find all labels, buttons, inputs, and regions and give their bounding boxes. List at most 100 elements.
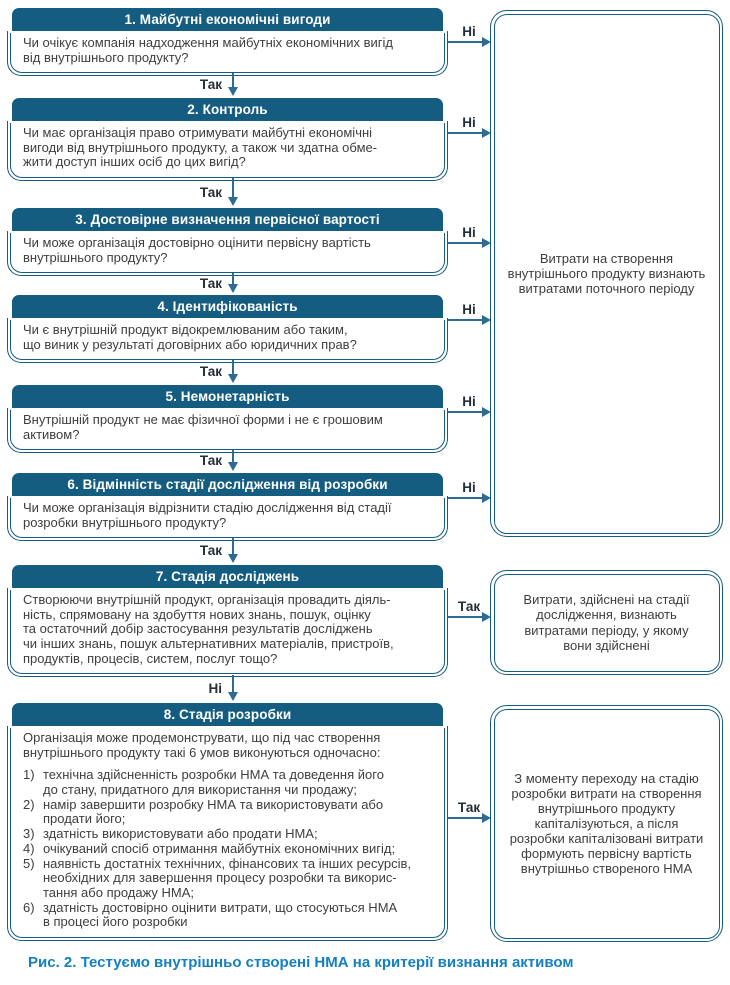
step-box-8: 8. Стадія розробки Організація може прод…: [7, 703, 448, 941]
condition-number: 4): [23, 840, 35, 856]
step-8-intro: Організація може продемонструвати, що пі…: [23, 730, 381, 760]
step-4-question: Чи є внутрішній продукт відокремлюваним …: [10, 320, 445, 361]
step-box-7: 7. Стадія досліджень Створюючи внутрішні…: [7, 565, 448, 678]
down-arrow-icon: [227, 450, 238, 471]
no-label: Ні: [462, 394, 476, 409]
down-arrow-icon: [227, 675, 238, 701]
step-box-5: 5. Немонетарність Внутрішній продукт не …: [7, 385, 448, 454]
yes-label: Так: [199, 364, 222, 379]
step-3-title: 3. Достовірне визначення первісної варто…: [12, 208, 443, 231]
outcome-text: Витрати на створення внутрішнього продук…: [507, 250, 706, 297]
yes-label: Так: [199, 453, 222, 468]
step-8-title: 8. Стадія розробки: [12, 703, 443, 726]
step-2-body: Чи має організація право отримувати майб…: [7, 121, 448, 182]
condition-number: 3): [23, 826, 35, 842]
yes-label: Так: [457, 800, 481, 815]
condition-text: технічна здійсненність розробки НМА та д…: [43, 767, 384, 798]
step-5-body: Внутрішній продукт не має фізичної форми…: [7, 408, 448, 454]
condition-text: здатність достовірно оцінити витрати, що…: [43, 899, 398, 930]
step-7-title: 7. Стадія досліджень: [12, 565, 443, 588]
no-label: Ні: [462, 115, 476, 130]
step-6-title: 6. Відмінність стадії дослідження від ро…: [12, 473, 443, 496]
step-8-content: Організація може продемонструвати, що пі…: [10, 728, 445, 938]
connector-yes-6-7: Так: [152, 538, 238, 563]
no-label: Ні: [208, 680, 223, 696]
step-5-title: 5. Немонетарність: [12, 385, 443, 408]
condition-text: наявність достатніх технічних, фінансови…: [43, 855, 412, 900]
outcome-text: З моменту переходу на стадію розробки ви…: [509, 770, 704, 877]
condition-text: здатність використовувати або продати НМ…: [43, 826, 318, 842]
step-8-body: Організація може продемонструвати, що пі…: [7, 726, 448, 941]
no-label: Ні: [462, 225, 476, 240]
down-arrow-icon: [227, 273, 238, 293]
down-arrow-icon: [227, 538, 238, 563]
step-6-question: Чи може організація відрізнити стадію до…: [10, 498, 445, 539]
step-4-body: Чи є внутрішній продукт відокремлюваним …: [7, 318, 448, 364]
yes-label: Так: [199, 275, 222, 291]
down-arrow-icon: [227, 73, 238, 96]
connector-no-2: Ні: [448, 115, 491, 138]
step-1-question: Чи очікує компанія надходження майбутніх…: [10, 33, 445, 74]
step-2-question: Чи має організація право отримувати майб…: [10, 123, 445, 179]
condition-item: 6) здатність достовірно оцінити витрати,…: [23, 899, 438, 930]
condition-item: 3) здатність використовувати або продати…: [23, 826, 438, 842]
yes-label: Так: [199, 184, 222, 200]
no-label: Ні: [462, 24, 476, 39]
connector-no-1: Ні: [448, 24, 491, 47]
yes-label: Так: [199, 77, 222, 92]
step-3-question: Чи може організація достовірно оцінити п…: [10, 233, 445, 274]
yes-label: Так: [199, 543, 222, 558]
condition-number: 1): [23, 767, 35, 783]
connector-yes-1-2: Так: [152, 73, 238, 96]
connector-yes-8: Так: [448, 800, 491, 823]
right-arrow-icon: [448, 611, 491, 622]
outcome-box-research-stage-expense: Витрати, здійснені на стадії дослідження…: [490, 570, 723, 675]
condition-item: 2) намір завершити розробку НМА та викор…: [23, 796, 438, 827]
step-1-body: Чи очікує компанія надходження майбутніх…: [7, 31, 448, 77]
connector-no-7-8: Ні: [152, 675, 238, 701]
no-label: Ні: [462, 480, 476, 495]
connector-no-5: Ні: [448, 394, 491, 417]
figure-caption: Рис. 2. Тестуємо внутрішньо створені НМА…: [28, 954, 574, 971]
down-arrow-icon: [227, 360, 238, 383]
condition-item: 1) технічна здійсненність розробки НМА т…: [23, 767, 438, 798]
condition-number: 5): [23, 855, 35, 871]
right-arrow-icon: [448, 492, 491, 503]
step-3-body: Чи може організація достовірно оцінити п…: [7, 231, 448, 277]
step-box-6: 6. Відмінність стадії дослідження від ро…: [7, 473, 448, 542]
outcome-box-current-period-expense: Витрати на створення внутрішнього продук…: [490, 10, 723, 537]
right-arrow-icon: [448, 812, 491, 823]
right-arrow-icon: [448, 237, 491, 248]
connector-yes-7: Так: [448, 599, 491, 622]
condition-number: 6): [23, 899, 35, 915]
outcome-text: Витрати, здійснені на стадії дослідження…: [523, 592, 690, 653]
step-box-3: 3. Достовірне визначення первісної варто…: [7, 208, 448, 277]
outcome-box-development-capitalization: З моменту переходу на стадію розробки ви…: [490, 705, 723, 942]
step-7-question: Створюючи внутрішній продукт, організаці…: [10, 590, 445, 675]
connector-yes-2-3: Так: [152, 178, 238, 206]
condition-item: 5) наявність достатніх технічних, фінанс…: [23, 855, 438, 901]
step-2-title: 2. Контроль: [12, 98, 443, 121]
down-arrow-icon: [227, 178, 238, 206]
yes-label: Так: [457, 599, 481, 614]
condition-text: намір завершити розробку НМА та використ…: [43, 796, 384, 827]
right-arrow-icon: [448, 314, 491, 325]
no-label: Ні: [462, 302, 476, 317]
connector-yes-4-5: Так: [152, 360, 238, 383]
connector-yes-5-6: Так: [152, 450, 238, 471]
connector-no-6: Ні: [448, 480, 491, 503]
right-arrow-icon: [448, 36, 491, 47]
right-arrow-icon: [448, 127, 491, 138]
connector-yes-3-4: Так: [152, 273, 238, 293]
condition-number: 2): [23, 796, 35, 812]
step-1-title: 1. Майбутні економічні вигоди: [12, 8, 443, 31]
condition-text: очікуваний спосіб отримання майбутніх ек…: [43, 840, 396, 856]
step-box-1: 1. Майбутні економічні вигоди Чи очікує …: [7, 8, 448, 77]
condition-item: 4) очікуваний спосіб отримання майбутніх…: [23, 840, 438, 857]
connector-no-3: Ні: [448, 225, 491, 248]
step-box-2: 2. Контроль Чи має організація право отр…: [7, 98, 448, 182]
step-box-4: 4. Ідентифікованість Чи є внутрішній про…: [7, 295, 448, 364]
step-4-title: 4. Ідентифікованість: [12, 295, 443, 318]
step-7-body: Створюючи внутрішній продукт, організаці…: [7, 588, 448, 678]
